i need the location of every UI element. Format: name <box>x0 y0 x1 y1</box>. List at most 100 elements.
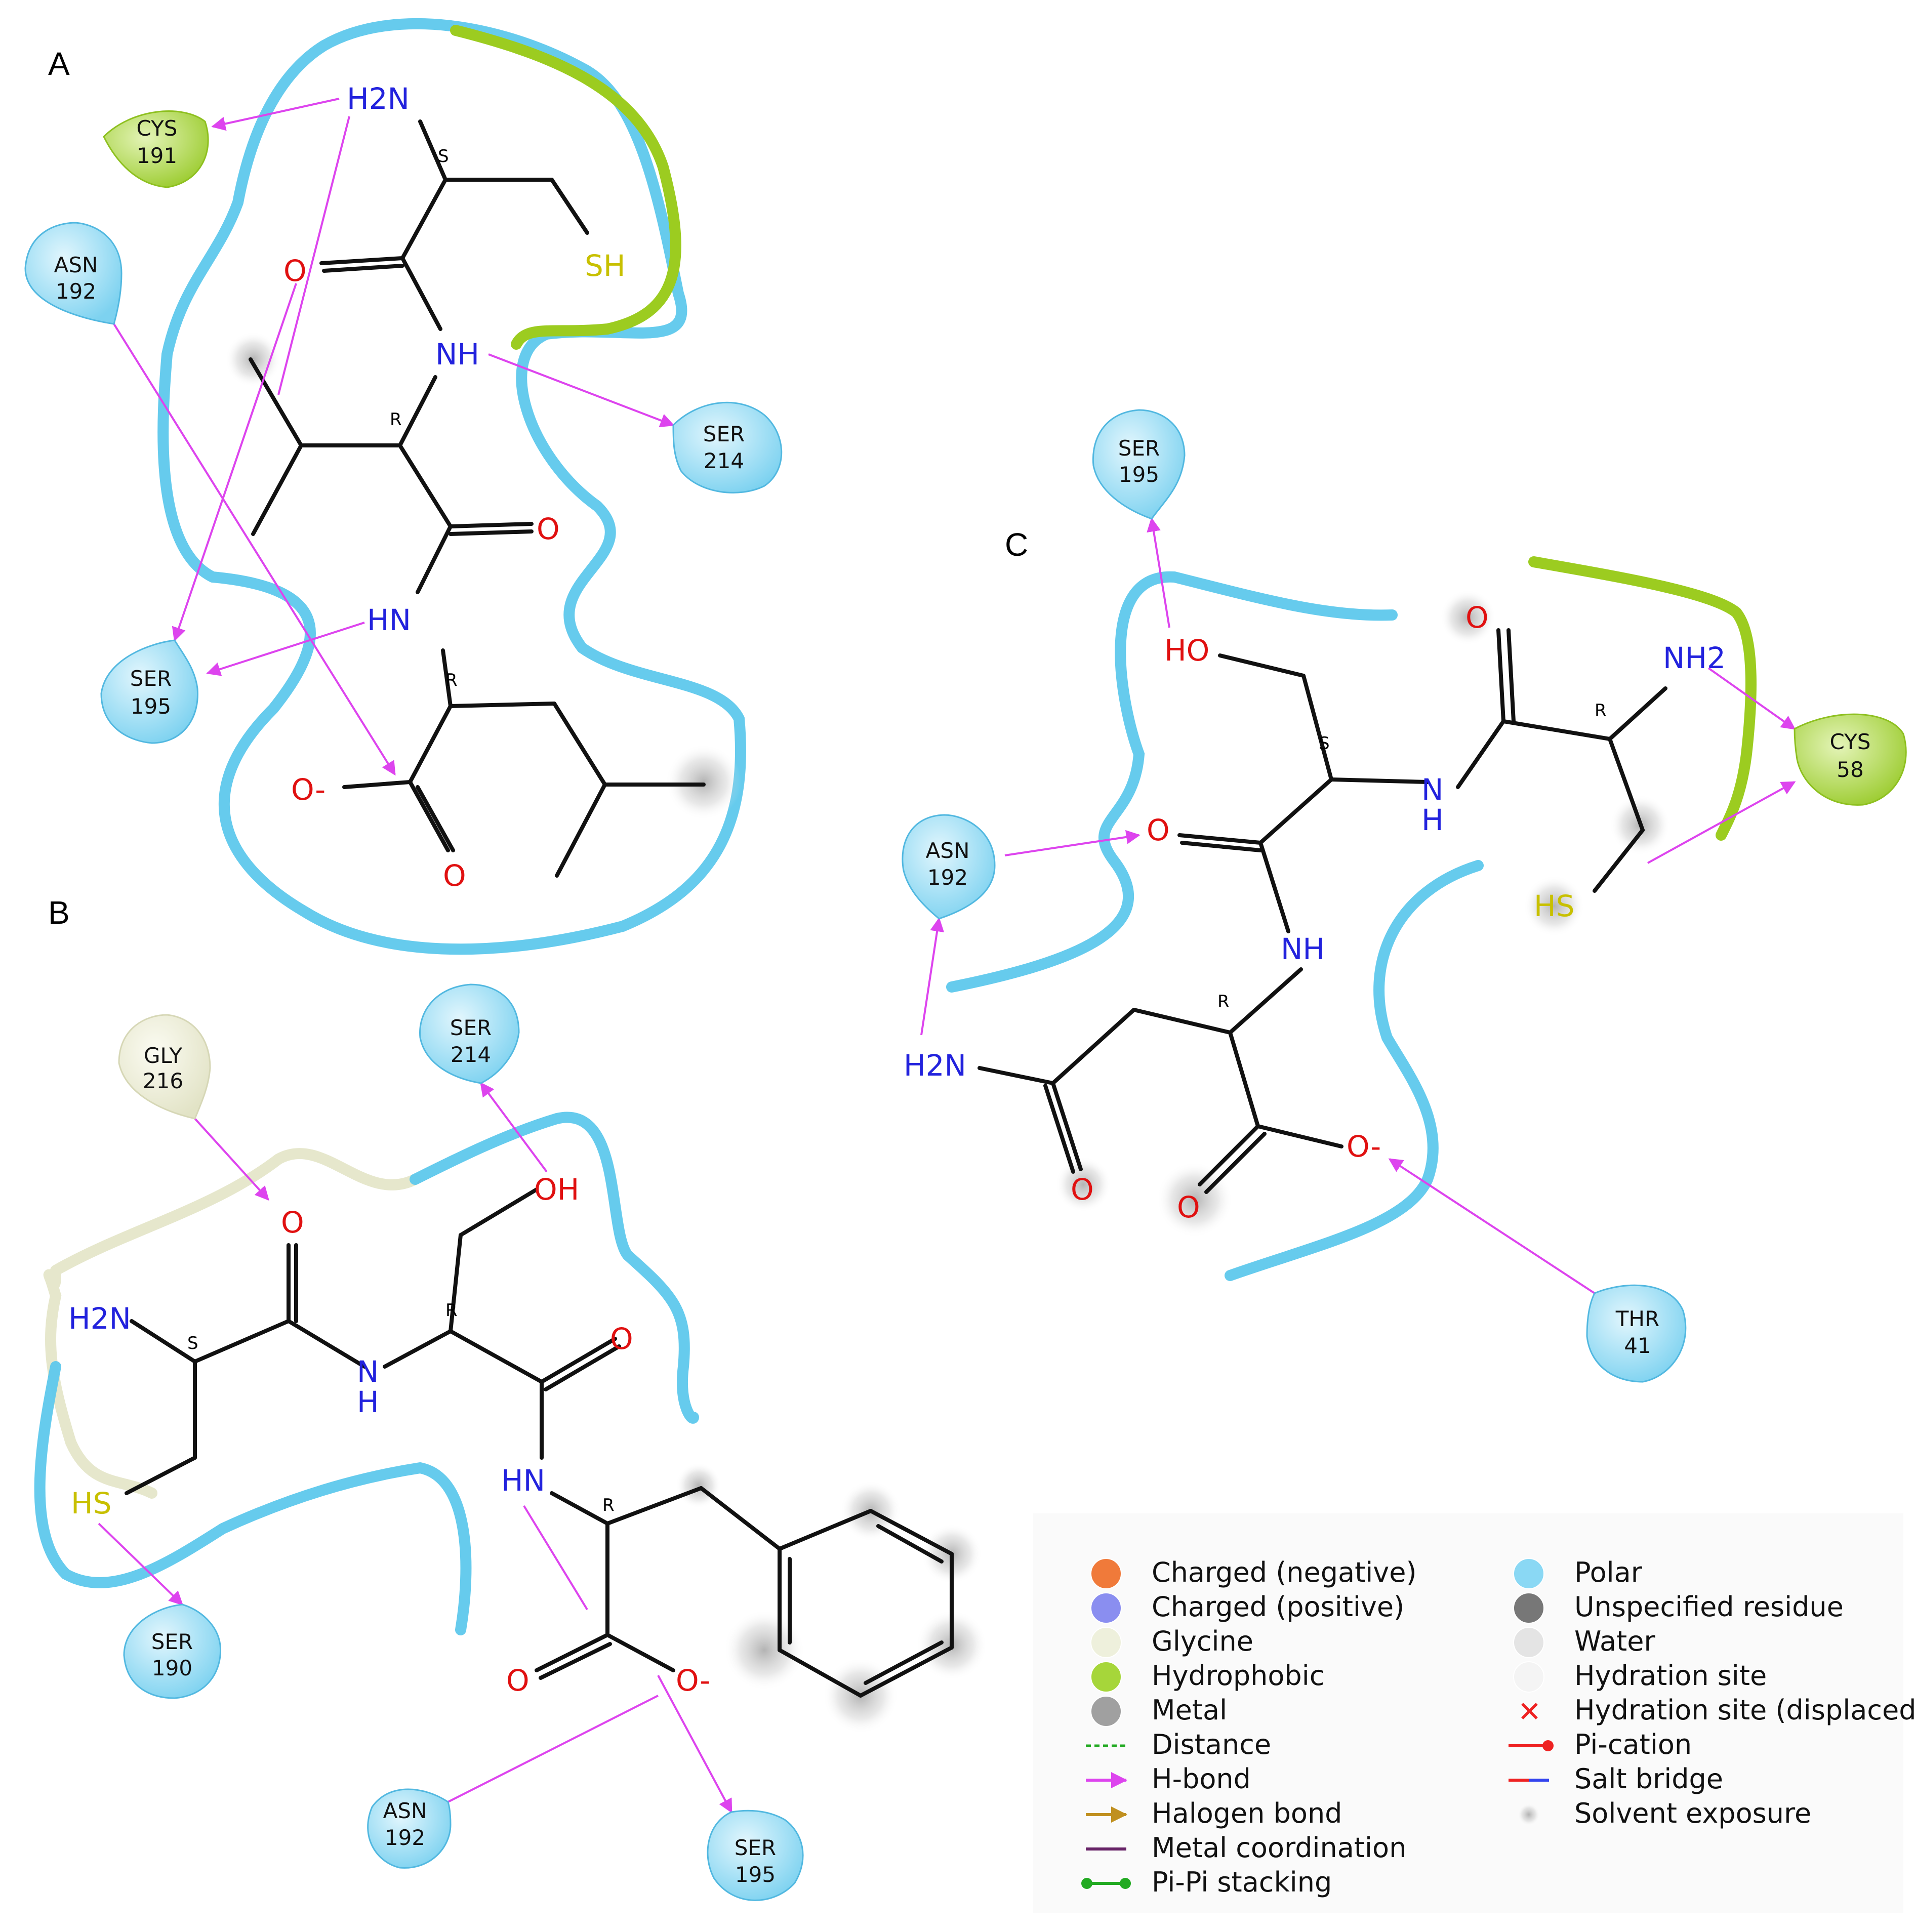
legend-label: Polar <box>1574 1556 1643 1588</box>
solvent-exposure-a2 <box>666 744 742 820</box>
residue-ser-195-c: SER 195 <box>1092 409 1186 520</box>
svg-text:GLY: GLY <box>144 1043 182 1068</box>
residue-ser-214-b: SER 214 <box>419 983 520 1084</box>
atom-nh2-c: NH2 <box>1663 641 1726 675</box>
svg-text:SER: SER <box>735 1835 776 1860</box>
svg-text:58: 58 <box>1837 757 1863 782</box>
legend-swatch-hydration-site <box>1513 1661 1544 1693</box>
panel-a: A <box>24 18 783 955</box>
atom-o-c3: O <box>1071 1172 1094 1207</box>
atom-o-minus-a: O- <box>291 772 325 807</box>
pocket-outline-b <box>410 1112 699 1424</box>
stereo-label-b2: R <box>445 1300 458 1321</box>
atom-h2n-a: H2N <box>347 81 410 116</box>
svg-text:190: 190 <box>152 1656 192 1680</box>
hbonds-a <box>113 98 675 776</box>
hbonds-b <box>98 1082 732 1814</box>
legend-label: Hydrophobic <box>1152 1660 1324 1692</box>
svg-text:191: 191 <box>137 143 177 168</box>
atom-o-a3: O <box>443 858 466 893</box>
panel-c: C <box>902 409 1907 1383</box>
residue-ser-214-a: SER 214 <box>672 401 783 494</box>
legend-swatch-water <box>1513 1627 1544 1658</box>
atom-nh-c: NH <box>1281 932 1325 966</box>
legend-label: Metal <box>1152 1694 1227 1726</box>
svg-text:SER: SER <box>1118 436 1160 461</box>
atom-h2n-b: H2N <box>68 1301 131 1336</box>
solvent-exposure-c5 <box>1157 1162 1233 1238</box>
panel-letter-c: C <box>1005 526 1028 563</box>
svg-text:CYS: CYS <box>1830 729 1871 754</box>
pocket-outline-c <box>946 571 1398 993</box>
svg-text:ASN: ASN <box>926 838 970 863</box>
legend-label: Pi-Pi stacking <box>1152 1866 1332 1898</box>
panel-letter-b: B <box>48 894 70 931</box>
stereo-label-b3: R <box>602 1495 615 1515</box>
legend-swatch-halogen-bond <box>1086 1806 1127 1823</box>
atom-o-b3: O <box>506 1663 530 1698</box>
atom-h-b: H <box>357 1385 379 1419</box>
legend-label: Hydration site <box>1574 1660 1767 1692</box>
atom-ho-c: HO <box>1164 633 1209 668</box>
residue-thr-41-c: THR 41 <box>1586 1284 1687 1383</box>
legend-swatch-charged-negative <box>1090 1558 1122 1589</box>
legend-swatch-pi-cation <box>1509 1740 1554 1751</box>
legend-swatch-hydration-site-displaced: ✕ <box>1518 1696 1541 1729</box>
legend-background <box>1033 1513 1903 1913</box>
panel-letter-a: A <box>48 46 70 82</box>
residue-ser-195-a: SER 195 <box>100 639 198 744</box>
residue-gly-216-b: GLY 216 <box>118 1014 211 1120</box>
pocket-outline-b2 <box>34 1361 472 1635</box>
atom-o-c2: O <box>1147 813 1170 847</box>
stereo-label-c1: S <box>1319 733 1330 754</box>
legend-label: Salt bridge <box>1574 1763 1723 1795</box>
svg-text:CYS: CYS <box>137 116 178 141</box>
ligand-bonds-b <box>125 1187 954 1698</box>
stereo-label-a3: R <box>445 670 458 690</box>
pocket-glycine-b <box>43 1269 157 1499</box>
svg-text:192: 192 <box>385 1825 425 1850</box>
stereo-label-c3: R <box>1217 992 1230 1012</box>
atom-hn-a: HN <box>367 603 411 637</box>
stereo-label-a2: R <box>390 409 402 430</box>
pocket-glycine-b2 <box>50 1148 421 1276</box>
legend-label: H-bond <box>1152 1763 1251 1795</box>
legend-swatch-unspecified-residue <box>1513 1592 1544 1624</box>
svg-text:ASN: ASN <box>54 253 98 277</box>
residue-cys-191-a: CYS 191 <box>103 110 209 188</box>
svg-text:SER: SER <box>130 666 172 691</box>
svg-text:SER: SER <box>151 1629 193 1654</box>
atom-o-b1: O <box>281 1205 304 1240</box>
atom-hs-b: HS <box>71 1486 111 1520</box>
legend-label: Water <box>1574 1625 1655 1657</box>
legend-swatch-pi-pi-stacking <box>1081 1878 1131 1889</box>
solvent-exposure-c1 <box>1440 590 1496 645</box>
residue-ser-190-b: SER 190 <box>123 1604 222 1699</box>
atom-hn-b: HN <box>501 1463 545 1498</box>
atom-o-c4: O <box>1177 1190 1200 1224</box>
legend-swatch-charged-positive <box>1090 1592 1122 1624</box>
residue-asn-192-c: ASN 192 <box>902 814 996 920</box>
legend-left-column: Charged (negative)Charged (positive)Glyc… <box>1081 1556 1417 1898</box>
residue-asn-192-b: ASN 192 <box>367 1788 452 1869</box>
legend-swatch-h-bond <box>1086 1772 1127 1788</box>
stereo-label-a1: S <box>438 146 449 167</box>
legend-label: Charged (negative) <box>1152 1556 1417 1588</box>
svg-text:214: 214 <box>451 1042 491 1067</box>
svg-text:195: 195 <box>735 1862 776 1887</box>
atom-o-a2: O <box>537 512 560 546</box>
svg-text:192: 192 <box>56 279 96 304</box>
svg-text:SER: SER <box>450 1015 492 1040</box>
atom-n-c1: N <box>1421 772 1443 807</box>
legend-label: Glycine <box>1152 1625 1253 1657</box>
legend: Charged (negative)Charged (positive)Glyc… <box>1033 1513 1914 1913</box>
ligand-bonds-a <box>249 119 706 878</box>
solvent-exposure-a1 <box>225 332 281 387</box>
svg-text:195: 195 <box>1119 462 1159 487</box>
residue-ser-195-b: SER 195 <box>707 1810 804 1901</box>
solvent-exposure-c4 <box>1055 1157 1111 1212</box>
atom-n-b: N <box>357 1354 379 1389</box>
hbonds-c <box>920 517 1796 1294</box>
atom-o-a1: O <box>283 254 307 288</box>
